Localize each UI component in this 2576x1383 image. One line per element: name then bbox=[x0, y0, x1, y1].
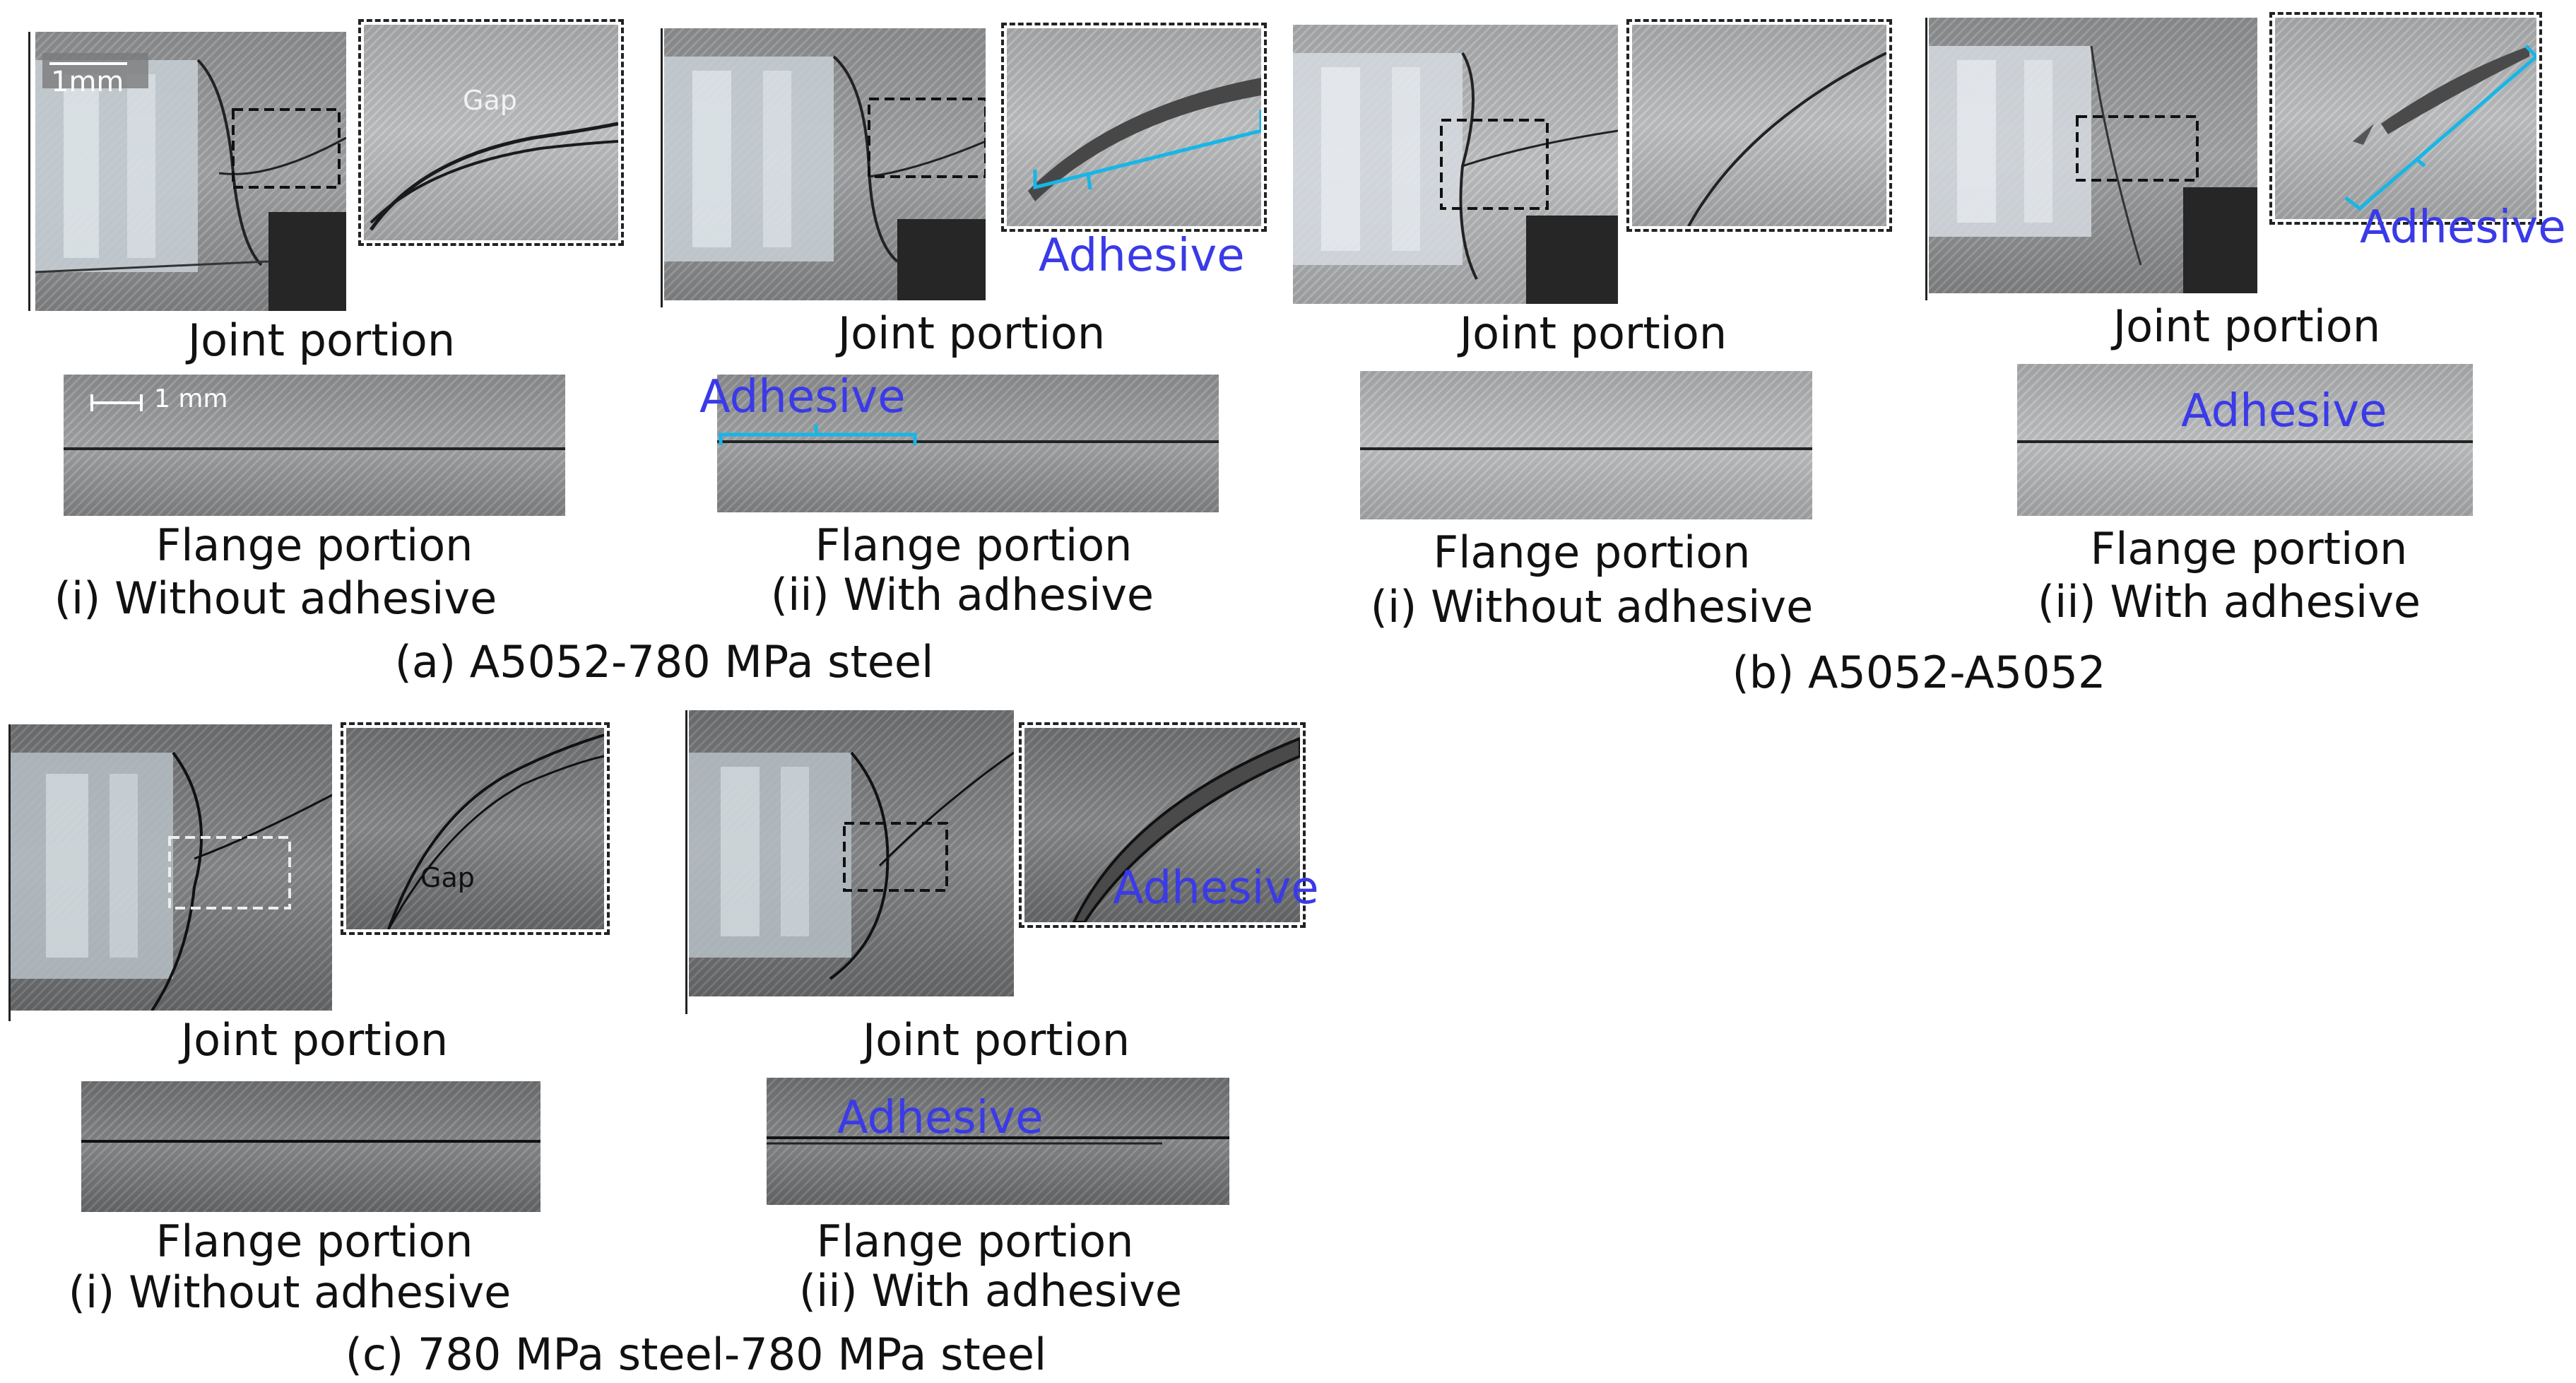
scale-bar-label: 1 mm bbox=[154, 384, 228, 413]
adhesive-label: Adhesive bbox=[2181, 385, 2387, 437]
flange-portion-caption: Flange portion bbox=[155, 519, 473, 571]
scale-bar-label: 1mm bbox=[51, 66, 124, 98]
c-ii-flange-image bbox=[767, 1078, 1229, 1205]
c-ii-zoom-image bbox=[1019, 722, 1306, 928]
gap-label: Gap bbox=[420, 862, 475, 893]
joint-portion-caption: Joint portion bbox=[1459, 307, 1727, 359]
joint-portion-caption: Joint portion bbox=[187, 314, 456, 366]
b-i-joint-image bbox=[1293, 25, 1618, 304]
c-i-zoom-image: Gap bbox=[341, 722, 610, 935]
a-i-flange-image: 1 mm bbox=[64, 375, 565, 516]
group-caption-b: (b) A5052-A5052 bbox=[1732, 647, 2106, 698]
flange-portion-caption: Flange portion bbox=[816, 1216, 1134, 1267]
flange-portion-caption: Flange portion bbox=[1433, 526, 1751, 578]
adhesive-label: Adhesive bbox=[1039, 230, 1245, 282]
flange-portion-caption: Flange portion bbox=[815, 519, 1133, 571]
a-i-joint-image: 1mm bbox=[35, 32, 346, 311]
a-i-zoom-image: Gap bbox=[358, 19, 624, 246]
without-adhesive-caption: (i) Without adhesive bbox=[68, 1266, 512, 1318]
b-ii-joint-image bbox=[1929, 18, 2257, 293]
adhesive-label: Adhesive bbox=[699, 371, 906, 423]
divider-line bbox=[685, 710, 687, 1014]
with-adhesive-caption: (ii) With adhesive bbox=[2037, 576, 2421, 628]
with-adhesive-caption: (ii) With adhesive bbox=[770, 569, 1154, 620]
group-caption-c: (c) 780 MPa steel-780 MPa steel bbox=[345, 1329, 1047, 1380]
b-ii-flange-image bbox=[2017, 364, 2473, 516]
c-i-joint-image bbox=[11, 724, 332, 1011]
adhesive-label: Adhesive bbox=[1113, 862, 1319, 914]
divider-line bbox=[1925, 18, 1927, 300]
joint-portion-caption: Joint portion bbox=[862, 1014, 1130, 1066]
with-adhesive-caption: (ii) With adhesive bbox=[798, 1265, 1183, 1317]
adhesive-label: Adhesive bbox=[837, 1092, 1044, 1144]
divider-line bbox=[28, 32, 30, 311]
c-ii-joint-image bbox=[689, 710, 1014, 996]
flange-portion-caption: Flange portion bbox=[155, 1216, 473, 1267]
group-caption-a: (a) A5052-780 MPa steel bbox=[394, 636, 934, 688]
a-ii-flange-image bbox=[717, 375, 1219, 512]
flange-portion-caption: Flange portion bbox=[2090, 523, 2408, 575]
gap-label: Gap bbox=[463, 85, 517, 116]
without-adhesive-caption: (i) Without adhesive bbox=[1370, 581, 1814, 632]
adhesive-label: Adhesive bbox=[2360, 201, 2566, 254]
divider-line bbox=[8, 724, 11, 1021]
without-adhesive-caption: (i) Without adhesive bbox=[54, 572, 497, 624]
joint-portion-caption: Joint portion bbox=[837, 307, 1106, 359]
joint-portion-caption: Joint portion bbox=[2113, 300, 2381, 352]
joint-portion-caption: Joint portion bbox=[180, 1014, 449, 1066]
c-i-flange-image bbox=[81, 1081, 540, 1212]
b-i-flange-image bbox=[1360, 371, 1812, 519]
a-ii-joint-image bbox=[664, 28, 986, 300]
a-ii-zoom-image bbox=[1001, 23, 1267, 232]
divider-line bbox=[661, 28, 663, 307]
b-ii-zoom-image bbox=[2269, 12, 2542, 225]
b-i-zoom-image bbox=[1626, 19, 1892, 232]
